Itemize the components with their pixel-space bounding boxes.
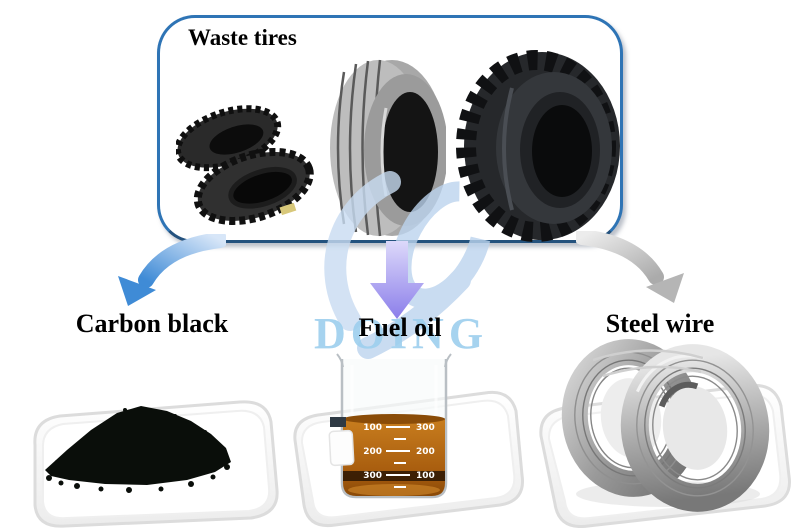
arrow-down-icon <box>370 241 424 319</box>
svg-text:100: 100 <box>416 471 435 481</box>
fuel-oil-label: Fuel oil <box>358 313 442 342</box>
tire-pair-image <box>176 105 314 225</box>
arrow-down-left-icon <box>118 234 226 306</box>
steel-wire-label: Steel wire <box>605 309 715 338</box>
fuel-oil-beaker-image: 100 300 200 200 300 100 <box>293 353 525 528</box>
carbon-black-label: Carbon black <box>75 309 229 338</box>
arrow-down-right-icon <box>576 231 684 303</box>
steel-wire-image <box>539 339 791 528</box>
waste-tires-label: Waste tires <box>188 25 297 50</box>
svg-text:200: 200 <box>363 447 382 457</box>
svg-text:300: 300 <box>363 471 382 481</box>
svg-text:100: 100 <box>363 423 382 433</box>
carbon-black-image <box>33 400 279 528</box>
truck-tire-image <box>456 50 620 242</box>
svg-text:300: 300 <box>416 423 435 433</box>
svg-text:200: 200 <box>416 447 435 457</box>
car-tire-image <box>330 59 446 237</box>
